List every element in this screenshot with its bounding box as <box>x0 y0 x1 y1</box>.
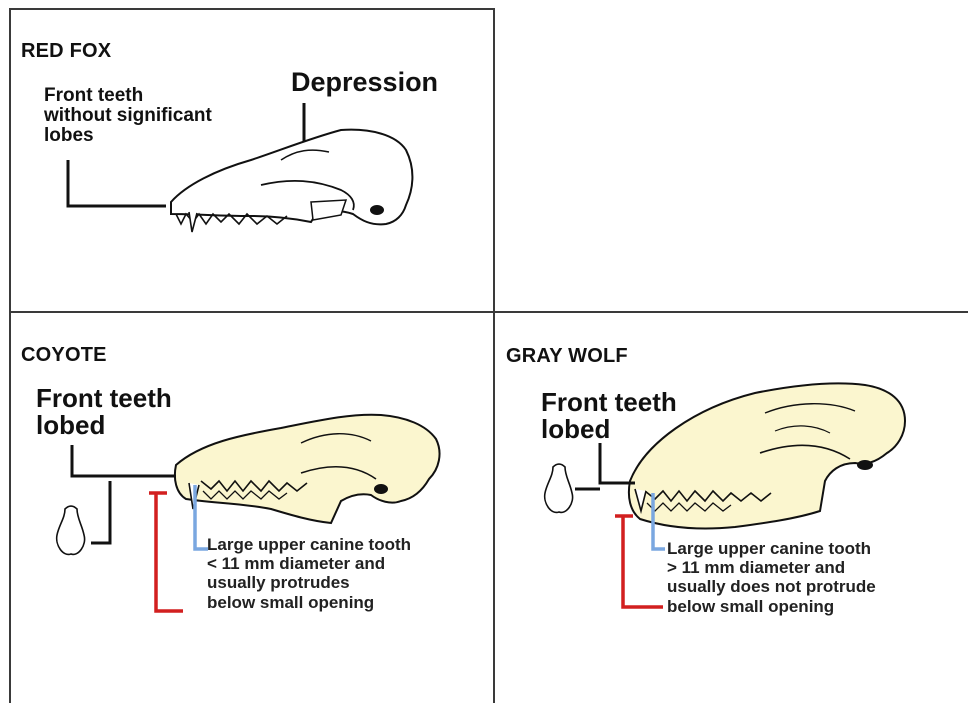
red-fox-jaw-plate <box>311 200 346 220</box>
cell-coyote: COYOTE Front teeth lobed Large upper can… <box>11 313 493 703</box>
red-fox-ear-opening <box>370 205 384 215</box>
coyote-ear-opening <box>374 484 388 494</box>
gray-wolf-incisor-tooth <box>545 464 573 512</box>
cell-red-fox: RED FOX Front teeth without significant … <box>11 10 493 311</box>
gray-wolf-ear-opening <box>857 460 873 470</box>
red-fox-skull-drawing <box>11 10 493 311</box>
gray-wolf-opening-marker <box>615 516 663 607</box>
coyote-skull-drawing <box>11 313 493 703</box>
gray-wolf-front-teeth-leader <box>600 443 635 483</box>
coyote-opening-marker <box>149 493 183 611</box>
coyote-skull-outline <box>175 415 440 523</box>
gray-wolf-skull-drawing <box>495 313 968 703</box>
red-fox-canine <box>189 212 197 232</box>
coyote-incisor-tooth <box>57 506 85 554</box>
coyote-front-teeth-leader <box>72 445 176 476</box>
cell-gray-wolf: GRAY WOLF Front teeth lobed Large upper … <box>495 313 968 703</box>
red-fox-front-teeth-leader <box>68 160 166 206</box>
coyote-incisor-leader <box>91 481 110 543</box>
gray-wolf-skull-outline <box>629 383 905 528</box>
